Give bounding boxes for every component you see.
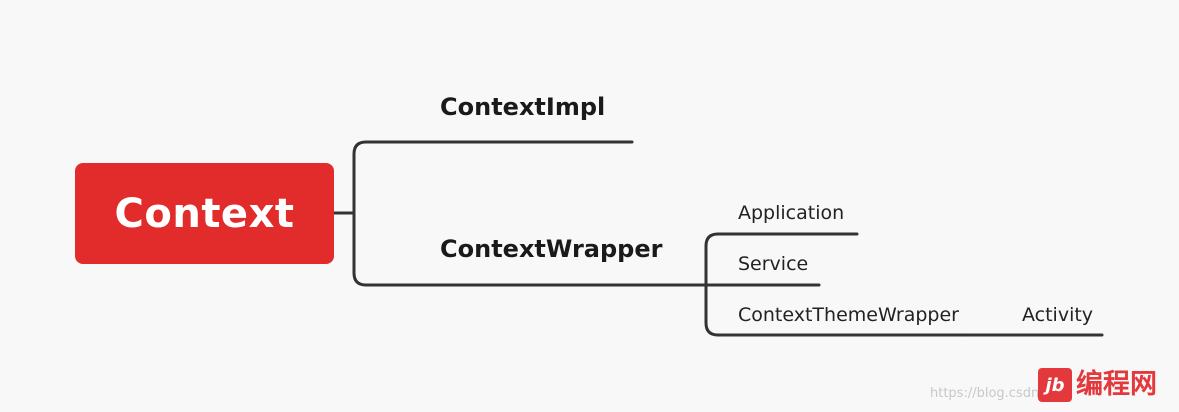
connector-bracket-level1 [352,140,368,287]
watermark-url: https://blog.csdn [930,386,1040,401]
root-node-label: Context [114,190,295,237]
node-contextimpl: ContextImpl [440,93,606,121]
node-activity: Activity [1022,304,1094,326]
watermark-brand: 编程网 [1076,369,1157,400]
watermark-logo: jb [1038,368,1072,402]
node-service: Service [738,253,809,275]
root-node-context: Context [75,163,334,264]
node-application: Application [738,202,845,224]
node-contextwrapper: ContextWrapper [440,235,663,263]
node-contextthemewrapper: ContextThemeWrapper [738,304,959,326]
watermark-logo-text: jb [1045,374,1065,396]
